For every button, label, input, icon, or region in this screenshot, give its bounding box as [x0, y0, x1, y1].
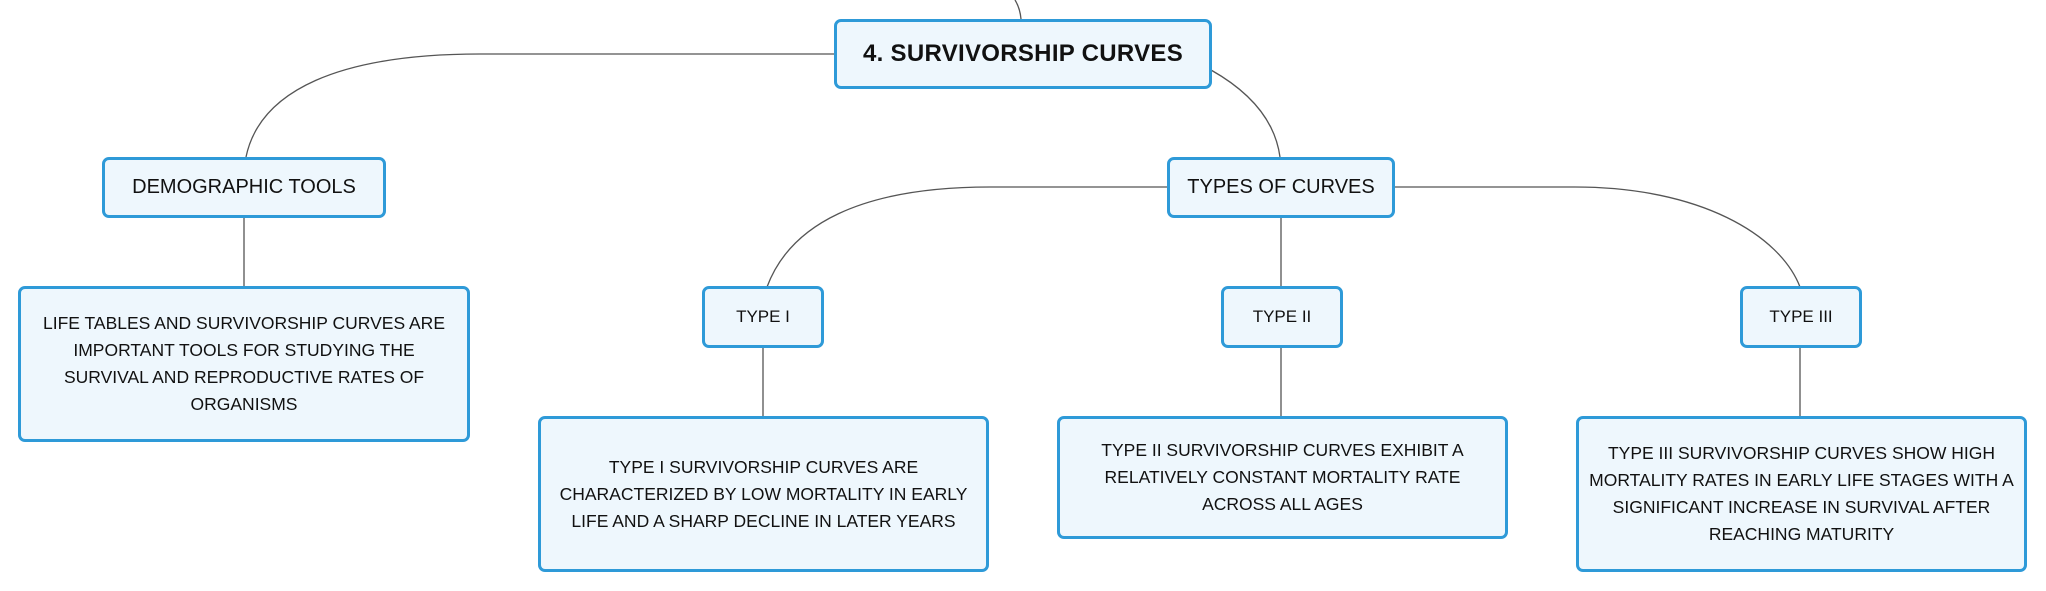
type-2-label: TYPE II [1252, 307, 1312, 326]
connector-root-to-demographic-tools [245, 53, 835, 158]
type-1-node[interactable]: TYPE I [702, 286, 824, 348]
type-2-description-node[interactable]: TYPE II SURVIVORSHIP CURVES EXHIBIT A RE… [1057, 416, 1508, 539]
type-2-description-text: TYPE II SURVIVORSHIP CURVES EXHIBIT A RE… [1101, 440, 1464, 514]
root-node[interactable]: 4. SURVIVORSHIP CURVES [834, 19, 1212, 89]
type-1-description-text: TYPE I SURVIVORSHIP CURVES ARE CHARACTER… [559, 456, 968, 531]
demographic-tools-label: DEMOGRAPHIC TOOLS [132, 176, 356, 198]
demographic-tools-description-node[interactable]: LIFE TABLES AND SURVIVORSHIP CURVES ARE … [18, 286, 470, 442]
connector-parent-to-root [1014, 0, 1022, 20]
connector-root-to-types-of-curves [1210, 69, 1281, 158]
type-3-description-node[interactable]: TYPE III SURVIVORSHIP CURVES SHOW HIGH M… [1576, 416, 2027, 572]
types-of-curves-label: TYPES OF CURVES [1187, 176, 1375, 198]
root-node-label: 4. SURVIVORSHIP CURVES [862, 40, 1184, 67]
types-of-curves-node[interactable]: TYPES OF CURVES [1167, 157, 1395, 218]
type-3-label: TYPE III [1769, 307, 1833, 326]
demographic-tools-node[interactable]: DEMOGRAPHIC TOOLS [102, 157, 386, 218]
type-2-node[interactable]: TYPE II [1221, 286, 1343, 348]
connector-types-to-type3 [1394, 186, 1801, 288]
type-1-description-node[interactable]: TYPE I SURVIVORSHIP CURVES ARE CHARACTER… [538, 416, 989, 572]
type-3-node[interactable]: TYPE III [1740, 286, 1862, 348]
type-1-label: TYPE I [736, 307, 790, 326]
type-3-description-text: TYPE III SURVIVORSHIP CURVES SHOW HIGH M… [1589, 443, 2014, 544]
demographic-tools-description-text: LIFE TABLES AND SURVIVORSHIP CURVES ARE … [43, 313, 445, 414]
connector-types-to-type1 [766, 186, 1168, 288]
